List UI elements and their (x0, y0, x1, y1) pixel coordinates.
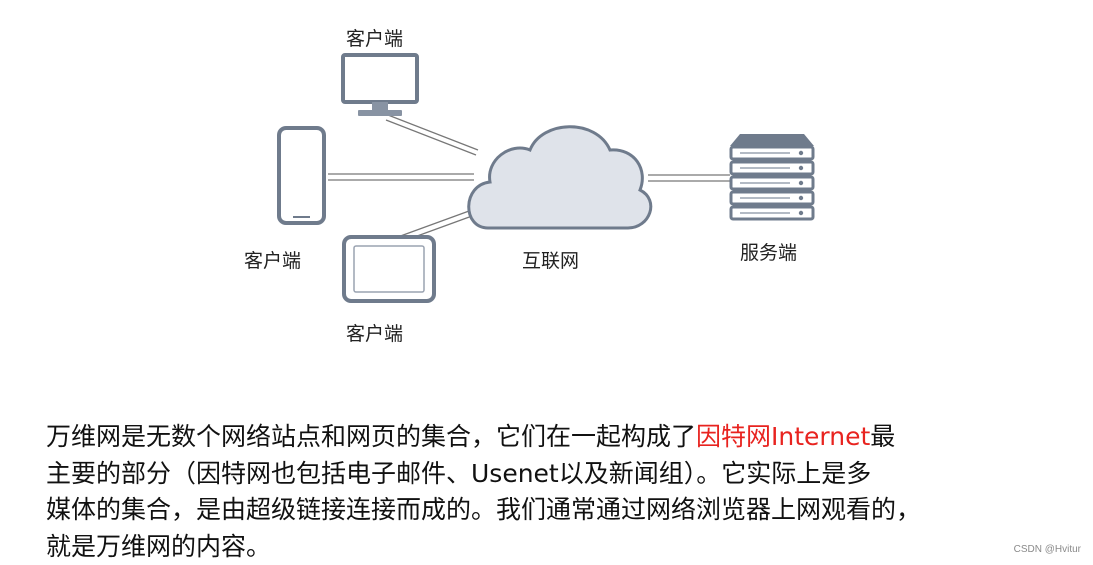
watermark: CSDN @Hvitur (1014, 544, 1081, 555)
diagram-graphic (0, 0, 1093, 380)
tablet-icon (344, 237, 434, 301)
cloud-icon (469, 127, 651, 228)
paragraph-line-1-start: 万维网是无数个网络站点和网页的集合，它们在一起构成了 (46, 422, 696, 451)
server-label: 服务端 (740, 238, 797, 265)
client-label-top: 客户端 (346, 24, 403, 51)
paragraph-line-1-end: 最 (870, 422, 895, 451)
paragraph-line-2: 主要的部分（因特网也包括电子邮件、Usenet以及新闻组）。它实际上是多 (46, 456, 1086, 493)
paragraph-line-3: 媒体的集合，是由超级链接连接而成的。我们通常通过网络浏览器上网观看的， (46, 492, 1086, 529)
paragraph-line-4: 就是万维网的内容。 (46, 529, 1086, 565)
paragraph-line-1: 万维网是无数个网络站点和网页的集合，它们在一起构成了因特网Internet最 (46, 419, 1086, 456)
highlight-internet: 因特网Internet (696, 422, 870, 451)
internet-label: 互联网 (522, 246, 579, 273)
network-diagram: 客户端 客户端 客户端 互联网 服务端 (0, 0, 1093, 380)
client-label-bottom: 客户端 (346, 319, 403, 346)
description-paragraph: 万维网是无数个网络站点和网页的集合，它们在一起构成了因特网Internet最 主… (46, 419, 1086, 565)
server-icon (730, 134, 814, 219)
client-label-left: 客户端 (244, 246, 301, 273)
phone-icon (279, 128, 324, 223)
monitor-icon (343, 55, 417, 116)
